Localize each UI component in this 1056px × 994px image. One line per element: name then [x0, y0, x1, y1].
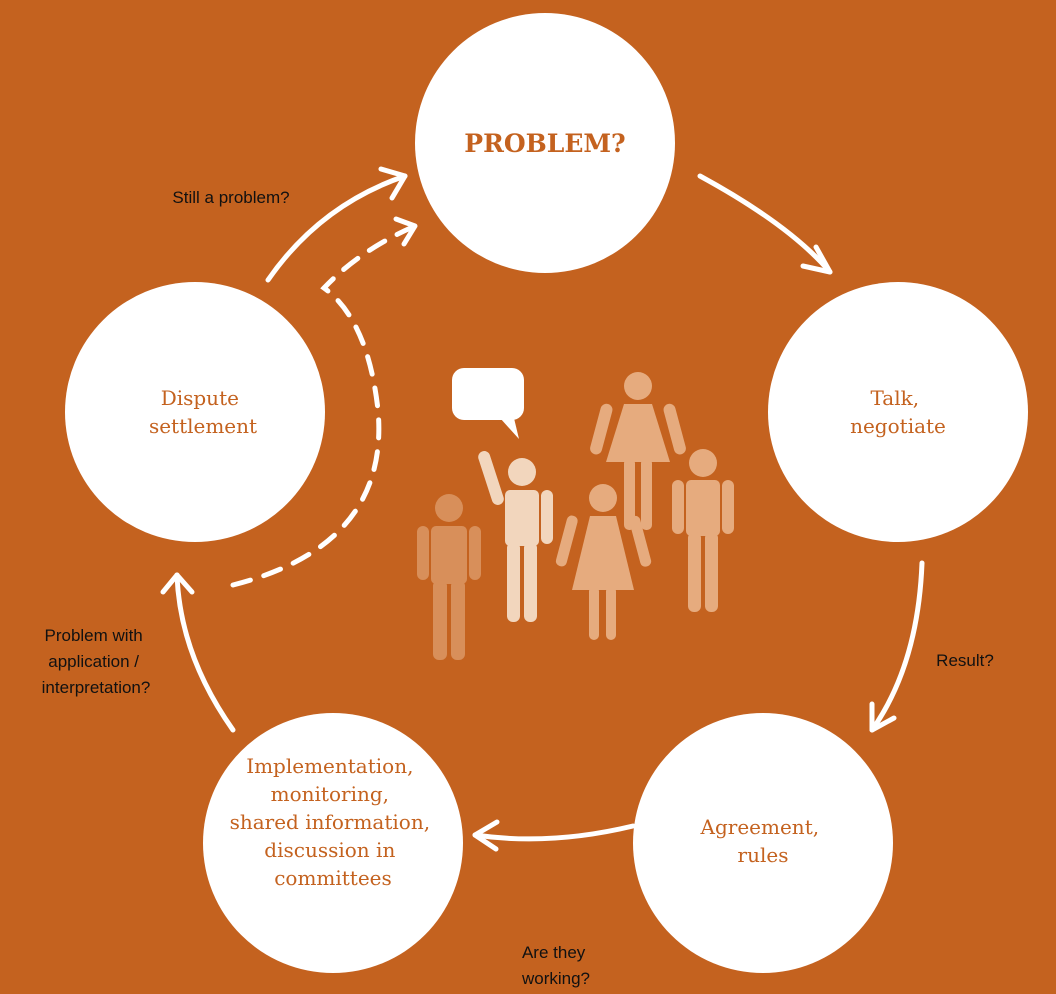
node-implementation-line-2: monitoring, — [271, 782, 389, 806]
node-dispute: Dispute settlement — [65, 282, 325, 542]
node-talk-label: Talk, negotiate — [850, 386, 946, 438]
person-speaker-icon — [478, 451, 553, 622]
edge-label-working: Are they working? — [521, 943, 590, 988]
edge-label-application: Problem with application / interpretatio… — [42, 626, 151, 697]
node-agreement-label: Agreement, rules — [700, 815, 826, 867]
node-dispute-line-1: Dispute — [161, 386, 239, 410]
node-implementation-label: Implementation, monitoring, shared infor… — [230, 754, 437, 890]
node-agreement-line-1: Agreement, — [700, 815, 820, 839]
arrow-agreement-to-implementation — [472, 819, 636, 852]
node-talk-line-1: Talk, — [871, 386, 920, 410]
node-implementation: Implementation, monitoring, shared infor… — [203, 713, 463, 973]
person-man-left-icon — [417, 494, 481, 660]
person-woman-back-icon — [590, 372, 686, 530]
node-agreement-line-2: rules — [738, 843, 789, 867]
node-talk-line-2: negotiate — [850, 414, 946, 438]
node-dispute-label: Dispute settlement — [149, 386, 257, 438]
node-implementation-line-3: shared information, — [230, 810, 431, 834]
node-talk: Talk, negotiate — [768, 282, 1028, 542]
node-agreement: Agreement, rules — [633, 713, 893, 973]
edge-label-application-line-2: application / — [48, 652, 139, 671]
node-problem-label: PROBLEM? — [464, 129, 625, 158]
node-implementation-line-4: discussion in — [264, 838, 395, 862]
node-implementation-line-5: committees — [274, 866, 392, 890]
person-girl-front-icon — [555, 484, 652, 640]
arrow-talk-to-agreement — [869, 560, 925, 733]
arrow-dispute-to-problem-dashed — [230, 216, 418, 588]
edge-label-result: Result? — [936, 651, 994, 670]
edge-label-working-line-1: Are they — [522, 943, 586, 962]
edge-label-working-line-2: working? — [521, 969, 590, 988]
node-implementation-line-1: Implementation, — [246, 754, 413, 778]
node-problem: PROBLEM? — [415, 13, 675, 273]
arrow-dispute-to-problem — [265, 166, 408, 283]
edge-label-still-problem: Still a problem? — [172, 188, 289, 207]
node-dispute-line-2: settlement — [149, 414, 257, 438]
arrow-problem-to-talk — [697, 173, 833, 275]
arrow-implementation-to-dispute — [160, 572, 236, 733]
speech-bubble-icon — [452, 368, 524, 439]
people-group-icon — [417, 372, 734, 660]
edge-label-application-line-1: Problem with — [45, 626, 143, 645]
edge-label-application-line-3: interpretation? — [42, 678, 151, 697]
person-man-right-icon — [672, 449, 734, 612]
